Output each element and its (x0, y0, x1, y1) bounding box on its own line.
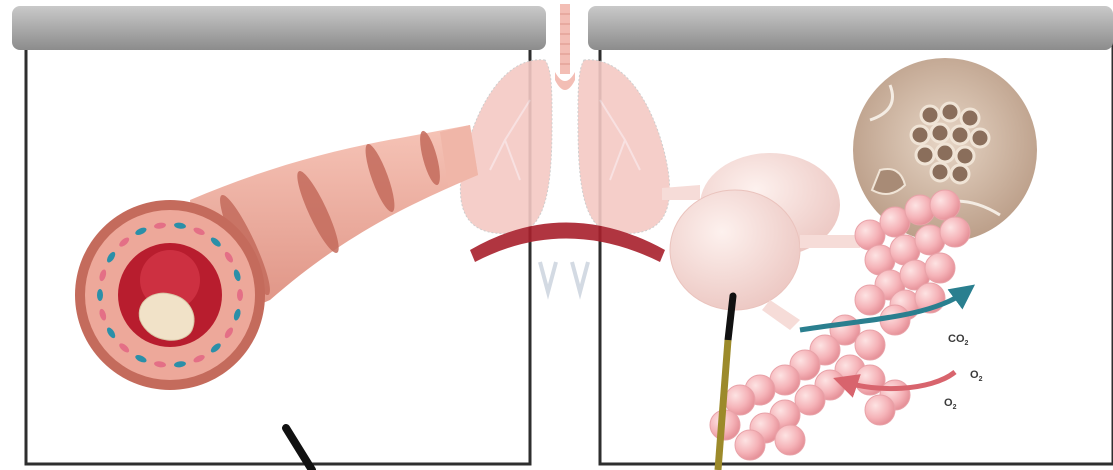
left-panel-header-bar (12, 6, 546, 50)
magnified-cell (936, 144, 954, 162)
alveolus (925, 253, 955, 283)
alveolus (735, 430, 765, 460)
magnified-cell (951, 126, 969, 144)
airway-cross-section (75, 200, 265, 390)
alveolar-sac-lower (670, 190, 800, 310)
duct-branch-upper (800, 235, 860, 248)
magnified-cell (956, 147, 974, 165)
alveolus (855, 285, 885, 315)
lower-structure (540, 262, 588, 292)
magnified-cell (961, 109, 979, 127)
right-panel-header-bar (588, 6, 1113, 50)
magnified-cell (971, 129, 989, 147)
magnified-cell (941, 103, 959, 121)
alveolus (940, 217, 970, 247)
magnified-cell (951, 165, 969, 183)
alveolus (855, 330, 885, 360)
magnified-cell (911, 126, 929, 144)
magnified-cell (931, 163, 949, 181)
airway-cell (97, 289, 103, 301)
alveolus (775, 425, 805, 455)
bronchi-fork (555, 72, 575, 90)
magnified-cell (921, 106, 939, 124)
airway-cell (237, 289, 243, 301)
magnified-cell (916, 146, 934, 164)
magnified-cell (931, 124, 949, 142)
alveolus (865, 395, 895, 425)
pointer-right-tip (728, 296, 733, 340)
alveolus (930, 190, 960, 220)
